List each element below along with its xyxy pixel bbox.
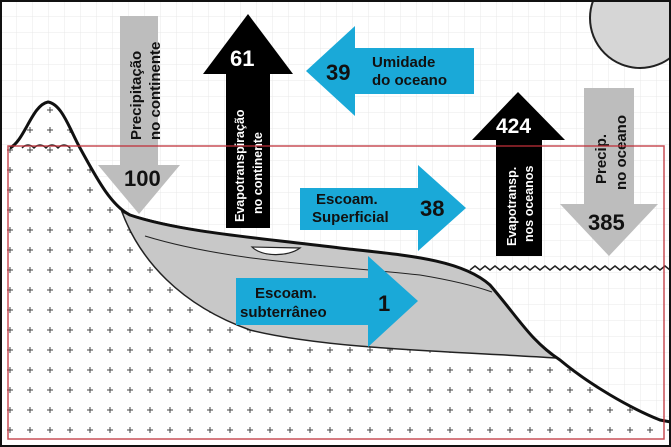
surface-runoff-label-2: Superficial (312, 209, 389, 226)
precip-ocean-label-2: no oceano (613, 115, 630, 190)
groundwater-runoff-label-1: Escoam. (255, 285, 317, 302)
highlight-frame (7, 145, 665, 440)
ocean-moisture-label-2: do oceano (372, 72, 447, 89)
arrow-ocean-moisture: 39 Umidade do oceano (306, 26, 474, 116)
precip-ocean-label-1: Precip. (593, 134, 610, 184)
evap-land-value: 61 (230, 46, 254, 71)
precip-land-label-1: Precipitação (128, 51, 145, 140)
arrow-precip-land: Precipitação no continente 100 (98, 16, 180, 214)
evap-land-label-1: Evapotranspiração (233, 109, 247, 222)
evap-land-label-2: no continente (251, 132, 265, 214)
arrow-evap-ocean: 424 Evapotransp. nos oceanos (472, 92, 565, 256)
sun-icon (589, 0, 671, 69)
evap-ocean-label-1: Evapotransp. (505, 167, 519, 246)
ocean-surface-wave (469, 265, 671, 271)
evap-ocean-value: 424 (496, 115, 531, 138)
precip-land-value: 100 (124, 166, 161, 191)
precip-ocean-value: 385 (588, 210, 625, 235)
arrow-surface-runoff: Escoam. Superficial 38 (300, 165, 466, 251)
surface-runoff-label-1: Escoam. (316, 191, 378, 208)
land-surface-outline (9, 100, 671, 424)
groundwater-runoff-value: 1 (378, 291, 390, 316)
groundwater-runoff-label-2: subterrâneo (240, 304, 327, 321)
lake (250, 246, 302, 256)
precip-land-label-2: no continente (147, 42, 164, 140)
surface-runoff-value: 38 (420, 196, 444, 221)
arrow-evap-land: 61 Evapotranspiração no continente (203, 14, 293, 228)
ocean-moisture-value: 39 (326, 60, 350, 85)
arrow-groundwater-runoff: Escoam. subterrâneo 1 (236, 256, 418, 347)
evap-ocean-label-2: nos oceanos (522, 166, 536, 242)
ocean-moisture-label-1: Umidade (372, 54, 435, 71)
